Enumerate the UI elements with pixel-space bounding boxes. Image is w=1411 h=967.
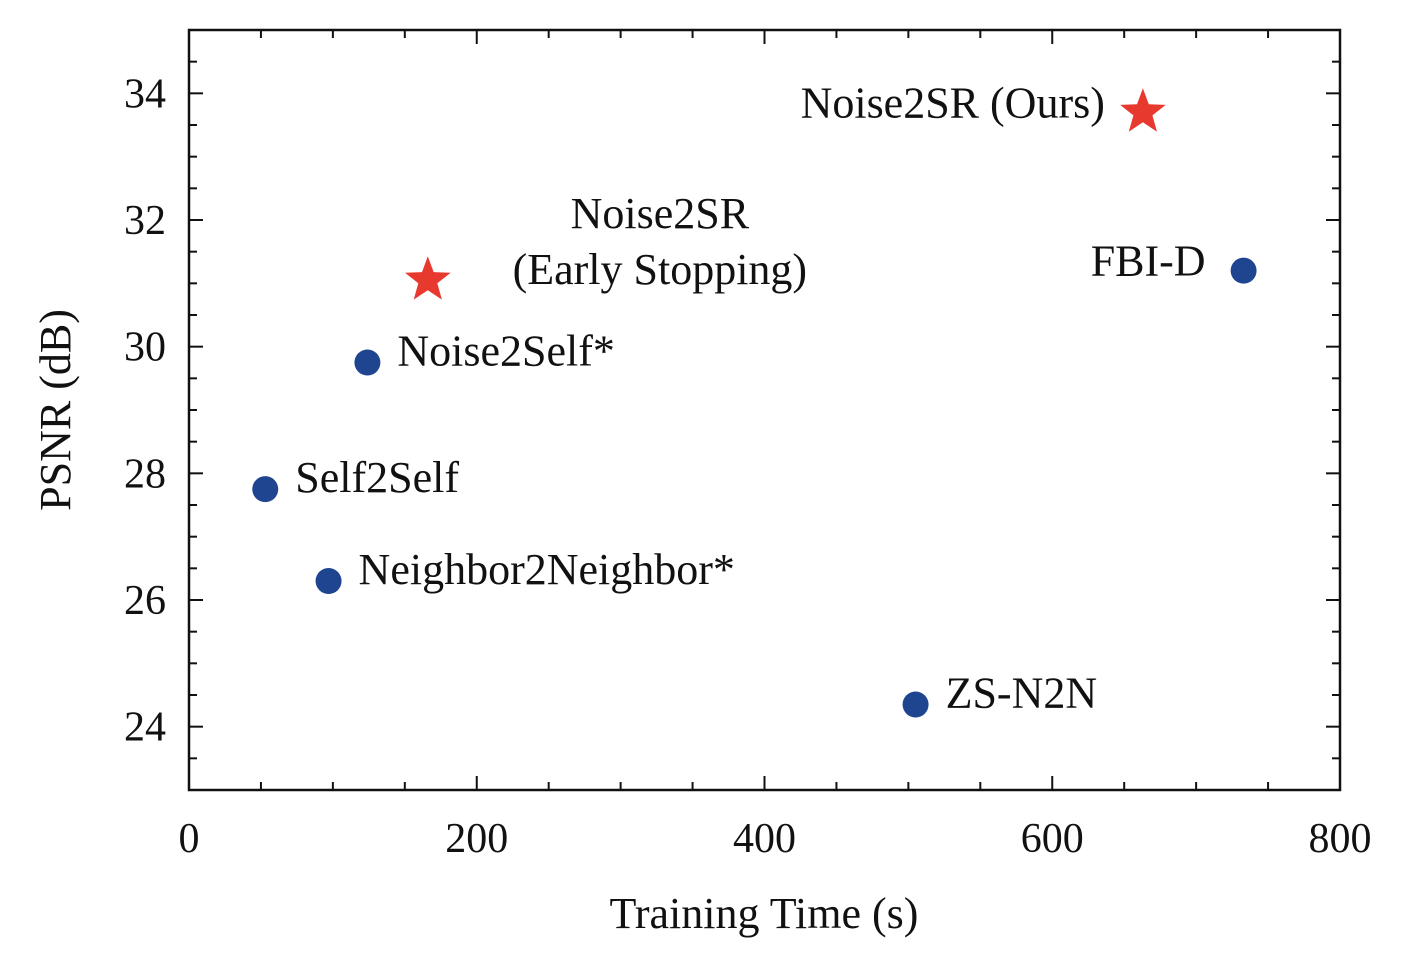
point-label: (Early Stopping) — [513, 245, 808, 294]
y-axis-label: PSNR (dB) — [31, 309, 80, 511]
y-tick-label: 24 — [124, 705, 166, 751]
circle-marker — [1230, 257, 1257, 284]
point-label: Noise2SR (Ours) — [801, 78, 1105, 127]
circle-marker — [315, 568, 342, 594]
star-marker — [1120, 88, 1166, 132]
y-tick-label: 28 — [124, 451, 166, 497]
ticks-layer: 0 200 400 600 800 24 26 28 30 32 34 — [124, 29, 1372, 862]
x-axis-label: Training Time (s) — [610, 889, 919, 938]
point-label: Self2Self — [295, 453, 459, 502]
x-tick-label: 0 — [179, 816, 200, 862]
point-label: FBI-D — [1091, 237, 1206, 286]
circle-marker — [902, 691, 929, 718]
x-tick-label: 400 — [733, 816, 796, 862]
y-tick-label: 32 — [124, 198, 166, 244]
y-tick-label: 30 — [124, 325, 166, 371]
circle-marker — [252, 476, 279, 503]
plot-frame — [187, 28, 1342, 792]
points-layer: Noise2SR (Ours) Noise2SR (Early Stopping) F… — [252, 78, 1257, 718]
x-tick-label: 600 — [1021, 816, 1084, 862]
circle-marker — [354, 349, 381, 376]
y-tick-label: 34 — [124, 71, 166, 117]
star-marker — [405, 256, 451, 300]
point-label: Neighbor2Neighbor* — [359, 545, 735, 594]
y-tick-label: 26 — [124, 578, 166, 624]
x-tick-label: 800 — [1309, 816, 1372, 862]
point-label: Noise2SR — [571, 189, 750, 238]
point-label: Noise2Self* — [397, 327, 615, 376]
point-label: ZS-N2N — [946, 669, 1098, 718]
x-tick-label: 200 — [445, 816, 508, 862]
